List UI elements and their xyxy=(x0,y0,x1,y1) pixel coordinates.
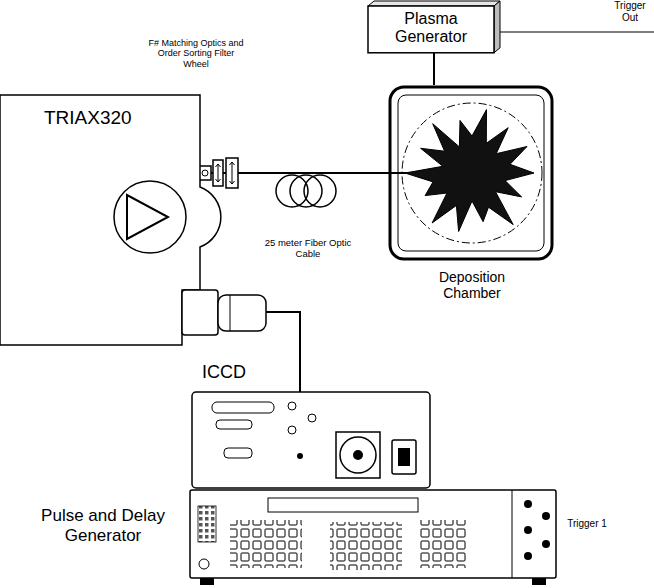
fiber-coil xyxy=(290,175,322,207)
camera-ring xyxy=(230,295,231,331)
d-connector xyxy=(212,402,274,413)
lens-arrow xyxy=(216,164,221,182)
spectrometer-housing xyxy=(0,95,221,345)
display-window xyxy=(268,498,418,512)
button-block xyxy=(198,506,216,542)
entrance-slit xyxy=(202,170,208,176)
bnc-connector xyxy=(288,426,296,434)
chamber-wall xyxy=(390,87,552,259)
bnc-output xyxy=(542,540,550,548)
power-cable xyxy=(433,53,435,85)
foot xyxy=(532,578,546,585)
fiber-coil xyxy=(276,175,308,207)
grating-turret xyxy=(114,181,186,253)
d-connector xyxy=(224,448,252,458)
lens-arrow xyxy=(230,162,235,184)
pulse-delay-generator xyxy=(190,490,556,585)
plasma-plume xyxy=(405,110,534,232)
fan xyxy=(340,437,376,473)
bnc-output xyxy=(542,512,550,520)
keypad xyxy=(420,520,468,568)
trigger-wire xyxy=(500,31,654,32)
part-label: 25 meter Fiber Optic Cable xyxy=(258,238,358,260)
controller-case xyxy=(192,392,430,488)
indicator xyxy=(297,453,303,459)
foot xyxy=(200,578,214,585)
bnc-output xyxy=(524,552,532,560)
signal-name: Trigger Out xyxy=(608,0,652,23)
box-side-face xyxy=(494,1,500,53)
fan-hub xyxy=(353,450,363,460)
generator-case xyxy=(190,490,556,578)
panel-divider xyxy=(512,490,513,578)
d-connector xyxy=(216,420,252,429)
bnc-output xyxy=(524,526,532,534)
bnc-connector xyxy=(288,402,296,410)
power-inlet xyxy=(392,440,416,474)
keypad xyxy=(330,522,402,570)
instrument-name: TRIAX320 xyxy=(44,107,200,129)
camera-cable xyxy=(266,312,300,392)
iccd-camera xyxy=(218,295,266,331)
part-label: Pulse and Delay Generator xyxy=(18,506,188,545)
bnc-connector xyxy=(308,414,316,422)
part-label: ICCD xyxy=(202,362,262,383)
filter-wheel xyxy=(226,158,238,188)
bnc-output xyxy=(524,500,532,508)
part-label: F# Matching Optics and Order Sorting Fil… xyxy=(148,38,244,69)
substrate-outline xyxy=(402,103,542,243)
node-label: Plasma Generator xyxy=(390,10,472,47)
fan-housing xyxy=(336,432,380,478)
signal-name: Trigger 1 xyxy=(564,518,610,530)
chamber-inner-wall xyxy=(398,95,544,251)
keypad xyxy=(230,520,302,568)
entrance-port xyxy=(199,166,211,180)
iccd-controller xyxy=(192,392,430,488)
box-front xyxy=(368,6,494,53)
generator-box: Plasma Generator xyxy=(368,6,494,53)
spectrometer-box: TRIAX320 xyxy=(0,95,200,345)
node-label: Deposition Chamber xyxy=(422,269,522,301)
grating-symbol xyxy=(127,195,168,239)
fiber-coil xyxy=(304,175,336,207)
camera-mount xyxy=(182,290,218,335)
optics-holder xyxy=(213,160,223,186)
power-knob xyxy=(199,559,209,569)
node-outline xyxy=(0,95,200,345)
power-switch xyxy=(398,448,410,466)
deposition-chamber: Deposition Chamber xyxy=(388,85,556,305)
